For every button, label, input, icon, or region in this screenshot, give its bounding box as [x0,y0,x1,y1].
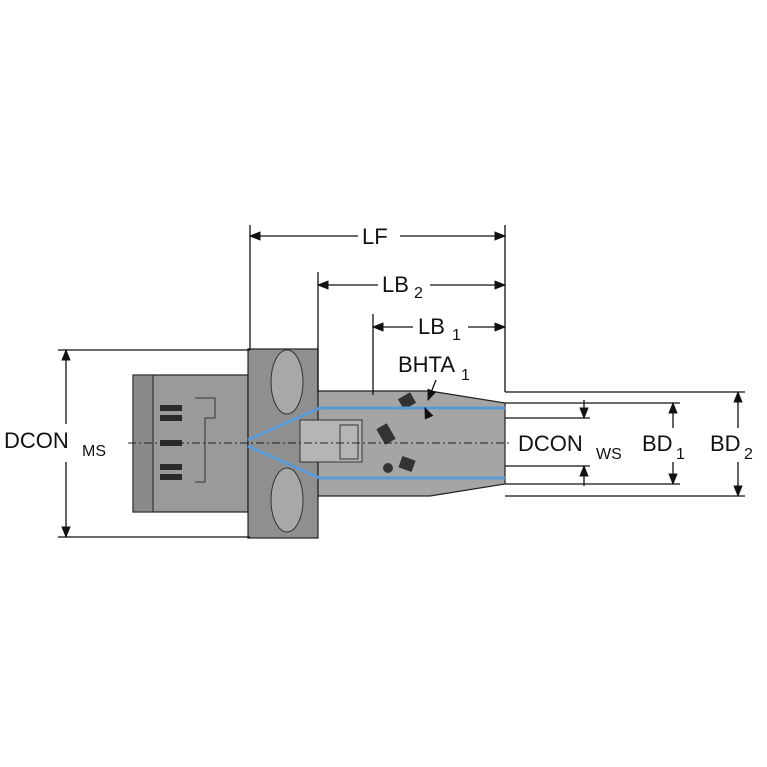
coolant-channels [247,406,505,480]
dim-lb2: LB 2 [316,268,507,392]
label-dcon-ws-sub: WS [596,446,622,463]
clamp-screw [299,419,363,463]
shank-key-detail [195,397,216,483]
label-lb1: LB [418,314,445,339]
dim-bd1: BD 1 [505,401,692,486]
label-lb2: LB [382,272,409,297]
label-bd2-sub: 2 [744,446,753,463]
dim-lf: LF [248,222,507,392]
label-lb2-sub: 2 [414,285,423,302]
inserts [376,392,417,473]
label-lf: LF [362,224,388,249]
label-lb1-sub: 1 [452,327,461,344]
dim-bd2: BD 2 [505,390,764,498]
label-dcon-ms-sub: MS [82,443,106,460]
dim-bhta1: BHTA 1 [398,352,470,420]
label-bhta1-sub: 1 [461,367,470,384]
dim-lb1: LB 1 [371,310,507,395]
dim-dcon-ws: DCON WS [505,400,640,486]
label-bd1-sub: 1 [676,446,685,463]
label-dcon-ms: DCON [4,428,69,453]
label-bd2: BD [710,431,741,456]
label-bd1: BD [642,431,673,456]
dim-dcon-ms: DCON MS [2,348,250,539]
label-dcon-ws: DCON [518,431,583,456]
flange-lower-bore [270,467,304,533]
flange-upper-bore [270,349,304,415]
label-bhta1: BHTA [398,352,455,377]
tool-body [112,348,510,539]
